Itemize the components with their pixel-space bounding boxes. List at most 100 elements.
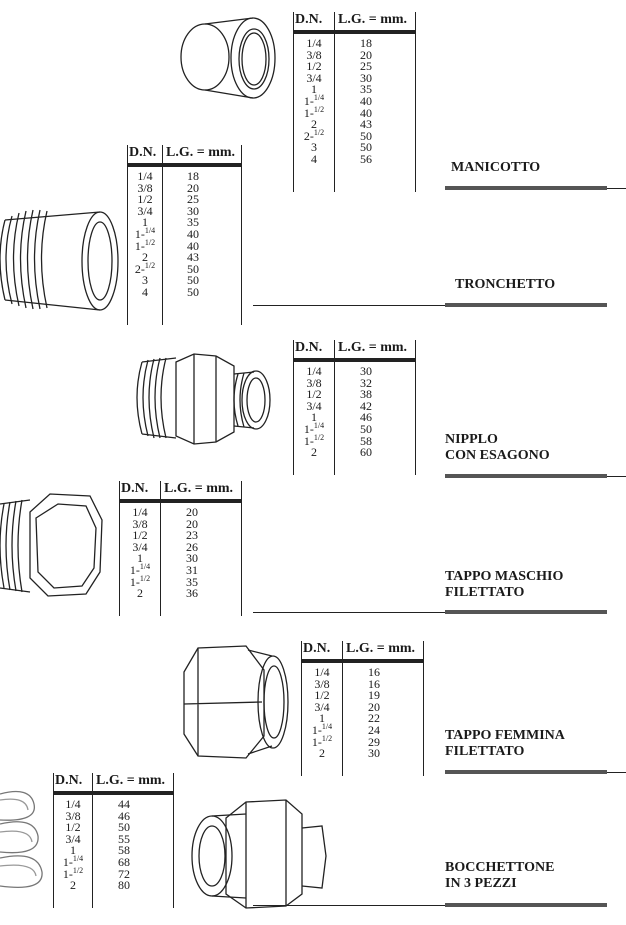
column-divider [415, 12, 416, 192]
lg-cell: 26 [186, 539, 198, 554]
header-lg: L.G. = mm. [338, 340, 408, 355]
lg-cell: 50 [360, 128, 372, 143]
lg-cell: 40 [360, 93, 372, 108]
column-divider [241, 145, 242, 325]
lg-cell: 40 [187, 226, 199, 241]
lg-cell: 40 [187, 238, 199, 253]
lg-cell: 25 [187, 192, 199, 207]
rule-tappo-maschio-left [253, 612, 445, 613]
column-divider [127, 145, 128, 325]
lg-cell: 40 [360, 105, 372, 120]
lg-cell: 30 [360, 364, 372, 378]
product-label-nipplo: NIPPLO CON ESAGONO [445, 432, 550, 464]
header-rule [119, 499, 241, 503]
dn-cell: 1/2 [132, 528, 148, 543]
dn-cell: 1/4 [306, 36, 322, 50]
dn-cell: 1/2 [306, 387, 322, 402]
dn-cell: 1 [311, 82, 317, 97]
dn-cell: 3/8 [306, 375, 322, 390]
header-lg: L.G. = mm. [346, 641, 416, 656]
lg-cell: 32 [360, 375, 372, 390]
lg-cell: 20 [186, 505, 198, 519]
product-label-tappo-maschio: TAPPO MASCHIO FILETTATO [445, 569, 563, 601]
dn-cell: 2 [311, 117, 317, 132]
lg-cell: 30 [368, 746, 380, 761]
dn-cell: 1/4 [137, 169, 153, 183]
dn-cell: 3 [142, 273, 148, 288]
lg-cell: 36 [186, 586, 198, 601]
dn-cell: 1-1/2 [303, 104, 325, 120]
hex-nipple-icon [136, 353, 271, 445]
column-divider [53, 773, 54, 908]
dn-cell: 1-1/4 [303, 420, 325, 436]
lg-cell: 16 [368, 676, 380, 691]
lg-cell: 46 [360, 410, 372, 425]
dn-cell: 4 [142, 284, 148, 299]
dn-cell: 2-1/2 [134, 260, 156, 276]
header-dn: D.N. [295, 340, 323, 355]
dn-cell: 1/2 [65, 820, 81, 835]
dn-cell: 3/8 [306, 47, 322, 62]
male-plug-icon [0, 493, 103, 597]
dn-cell: 2 [142, 250, 148, 265]
header-rule [53, 791, 173, 795]
pipe-fragment-icon [0, 790, 43, 889]
lg-cell: 35 [360, 82, 372, 97]
header-dn: D.N. [295, 12, 323, 27]
dn-cell: 1-1/2 [311, 733, 333, 749]
product-name-line: MANICOTTO [451, 160, 541, 175]
product-name-line: FILETTATO [445, 744, 525, 759]
dn-cell: 3 [311, 140, 317, 155]
rule-manicotto-ext [607, 188, 626, 189]
lg-cell: 44 [118, 797, 130, 811]
lg-cell: 16 [368, 665, 380, 679]
header-lg: L.G. = mm. [338, 12, 408, 27]
product-name-line: TAPPO MASCHIO [445, 569, 564, 584]
lg-cell: 72 [118, 866, 130, 881]
product-name-line: NIPPLO [445, 432, 498, 447]
dn-cell: 2 [311, 445, 317, 460]
lg-cell: 25 [360, 59, 372, 74]
lg-cell: 19 [368, 688, 380, 703]
dn-cell: 3/4 [132, 539, 148, 554]
dn-cell: 1-1/4 [129, 561, 151, 577]
lg-cell: 30 [360, 70, 372, 85]
column-divider [92, 773, 93, 908]
lg-cell: 30 [187, 203, 199, 218]
lg-cell: 56 [360, 151, 372, 166]
lg-cell: 23 [186, 528, 198, 543]
lg-cell: 50 [118, 820, 130, 835]
lg-cell: 50 [187, 273, 199, 288]
lg-cell: 18 [187, 169, 199, 183]
lg-cell: 46 [118, 808, 130, 823]
dn-cell: 1/4 [306, 364, 322, 378]
lg-cell: 22 [368, 711, 380, 726]
lg-cell: 50 [187, 261, 199, 276]
label-rule-tappo-maschio [445, 610, 607, 614]
lg-cell: 20 [360, 47, 372, 62]
dn-cell: 1-1/2 [129, 573, 151, 589]
column-divider [241, 481, 242, 616]
lg-cell: 80 [118, 878, 130, 893]
column-divider [173, 773, 174, 908]
column-divider [423, 641, 424, 776]
label-rule-bocchettone [445, 903, 607, 907]
dn-cell: 3/4 [306, 70, 322, 85]
lg-cell: 50 [360, 140, 372, 155]
dn-cell: 1/2 [314, 688, 330, 703]
product-name-line: CON ESAGONO [445, 448, 550, 463]
lg-cell: 55 [118, 831, 130, 846]
lg-cell: 58 [360, 433, 372, 448]
rule-tronchetto-left [253, 305, 445, 306]
header-dn: D.N. [129, 145, 157, 160]
lg-cell: 31 [186, 562, 198, 577]
lg-cell: 20 [368, 699, 380, 714]
dn-cell: 1-1/4 [311, 721, 333, 737]
dn-cell: 1-1/4 [134, 225, 156, 241]
